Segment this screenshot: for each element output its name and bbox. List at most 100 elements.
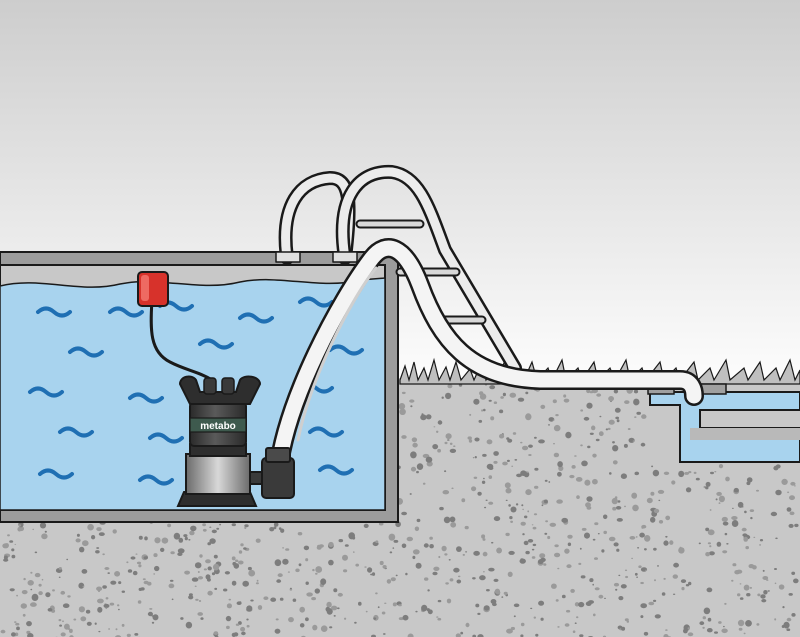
ground-speck: [115, 628, 118, 631]
ground-speck: [617, 500, 621, 503]
ground-speck: [472, 457, 475, 459]
ground-speck: [774, 582, 777, 585]
ground-speck: [311, 597, 316, 601]
ground-speck: [167, 523, 172, 528]
ground-speck: [209, 526, 212, 528]
ground-speck: [564, 548, 570, 554]
ground-speck: [152, 614, 159, 621]
ground-speck: [226, 625, 230, 630]
ground-speck: [377, 606, 380, 609]
ground-speck: [198, 600, 202, 602]
ground-speck: [238, 560, 244, 565]
ground-speck: [615, 588, 618, 591]
ground-speck: [197, 612, 203, 616]
ground-speck: [687, 627, 690, 630]
ground-speck: [583, 416, 590, 421]
ground-speck: [580, 575, 586, 579]
ground-speck: [789, 495, 795, 501]
ground-speck: [20, 603, 27, 609]
ground-speck: [401, 511, 407, 516]
ground-speck: [611, 497, 618, 505]
ground-speck: [348, 532, 356, 540]
ground-speck: [479, 393, 487, 400]
ground-speck: [540, 404, 546, 409]
float-switch-icon: [137, 271, 169, 307]
ground-speck: [663, 577, 666, 580]
ground-speck: [716, 541, 722, 547]
ground-speck: [224, 571, 230, 575]
ground-speck: [405, 572, 408, 576]
ground-speck: [184, 536, 188, 541]
ground-speck: [714, 471, 717, 473]
ground-speck: [534, 467, 539, 471]
ground-speck: [14, 621, 17, 623]
ground-speck: [633, 398, 640, 406]
ground-speck: [461, 498, 466, 503]
ground-speck: [753, 536, 756, 539]
ground-speck: [658, 499, 661, 502]
ground-speck: [789, 511, 795, 516]
ground-speck: [553, 443, 555, 445]
ground-speck: [718, 502, 721, 504]
ground-speck: [586, 506, 592, 510]
ground-speck: [263, 596, 269, 600]
ground-speck: [367, 567, 373, 573]
water-wave: [108, 306, 144, 318]
ground-speck: [522, 533, 525, 536]
ground-speck: [412, 549, 420, 555]
ground-speck: [214, 587, 218, 591]
ground-speck: [762, 576, 769, 580]
ground-speck: [663, 471, 670, 475]
ground-speck: [791, 571, 796, 575]
ground-speck: [646, 497, 653, 504]
ground-speck: [436, 430, 439, 433]
ground-speck: [168, 583, 175, 589]
ground-speck: [756, 623, 760, 626]
float-switch-cable: [149, 299, 213, 382]
ground-speck: [132, 570, 138, 576]
ground-speck: [522, 508, 524, 511]
ground-speck: [130, 556, 136, 560]
ground-speck: [3, 555, 8, 560]
ground-speck: [640, 603, 647, 609]
ground-speck: [782, 606, 785, 609]
ground-speck: [508, 504, 511, 507]
ground-speck: [633, 389, 639, 394]
ground-speck: [786, 507, 792, 512]
ground-speck: [531, 556, 536, 559]
ground-speck: [746, 593, 751, 597]
ground-speck: [722, 521, 729, 526]
ground-speck: [613, 582, 620, 587]
ground-speck: [531, 548, 535, 551]
ground-speck: [432, 444, 439, 450]
ground-speck: [631, 557, 633, 560]
ground-speck: [705, 527, 710, 532]
ground-speck: [563, 394, 567, 398]
ground-speck: [472, 634, 477, 637]
ground-speck: [305, 558, 309, 562]
ground-speck: [715, 498, 718, 501]
ground-speck: [257, 605, 263, 610]
ground-speck: [592, 583, 594, 586]
ground-speck: [685, 487, 692, 493]
ground-speck: [665, 515, 671, 521]
ground-speck: [306, 592, 313, 597]
ground-speck: [661, 592, 666, 596]
ground-speck: [437, 420, 443, 425]
ground-speck: [488, 501, 494, 505]
ground-speck: [540, 557, 546, 563]
ground-speck: [586, 402, 593, 409]
ground-speck: [605, 428, 609, 431]
ground-speck: [216, 527, 220, 530]
ground-speck: [718, 464, 724, 469]
ground-speck: [739, 597, 744, 600]
ground-speck: [23, 577, 26, 581]
ground-speck: [250, 599, 254, 602]
ground-speck: [375, 592, 378, 595]
ground-speck: [298, 563, 302, 567]
ground-speck: [333, 588, 338, 593]
ground-speck: [96, 527, 102, 532]
ground-speck: [67, 595, 71, 598]
ground-speck: [354, 621, 357, 624]
